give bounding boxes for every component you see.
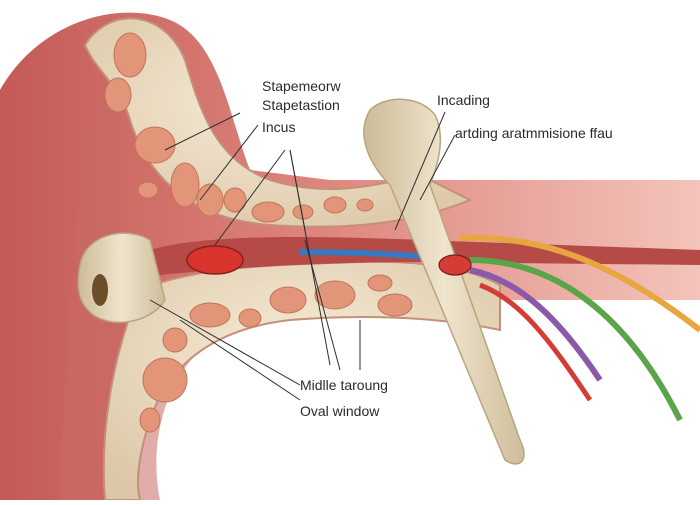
leader-lines — [149, 111, 456, 401]
nerve-orange — [459, 234, 700, 333]
nerve-green — [469, 257, 683, 422]
nerve-purple — [469, 267, 603, 382]
label-incauding: Incading — [437, 92, 490, 108]
label-oval-window: Oval window — [300, 403, 380, 419]
stapes-ossicle — [77, 232, 166, 323]
vessel-red — [479, 282, 593, 402]
incus-red-mark — [438, 254, 472, 276]
label-incus: Incus — [262, 119, 296, 135]
stapes-opening — [92, 274, 108, 306]
red-tissue-blob — [186, 245, 244, 275]
lower-marrow-spots — [139, 274, 413, 433]
upper-marrow-spots — [104, 32, 374, 223]
label-stapemeow: Stapemeorw — [262, 78, 341, 94]
label-middle: Midlle taroung — [300, 377, 388, 393]
label-arterial: artding aratmmisione ffau — [455, 125, 613, 141]
lower-white-space — [160, 338, 480, 500]
incus-bone — [363, 98, 525, 465]
label-stapetastion: Stapetastion — [262, 97, 340, 113]
